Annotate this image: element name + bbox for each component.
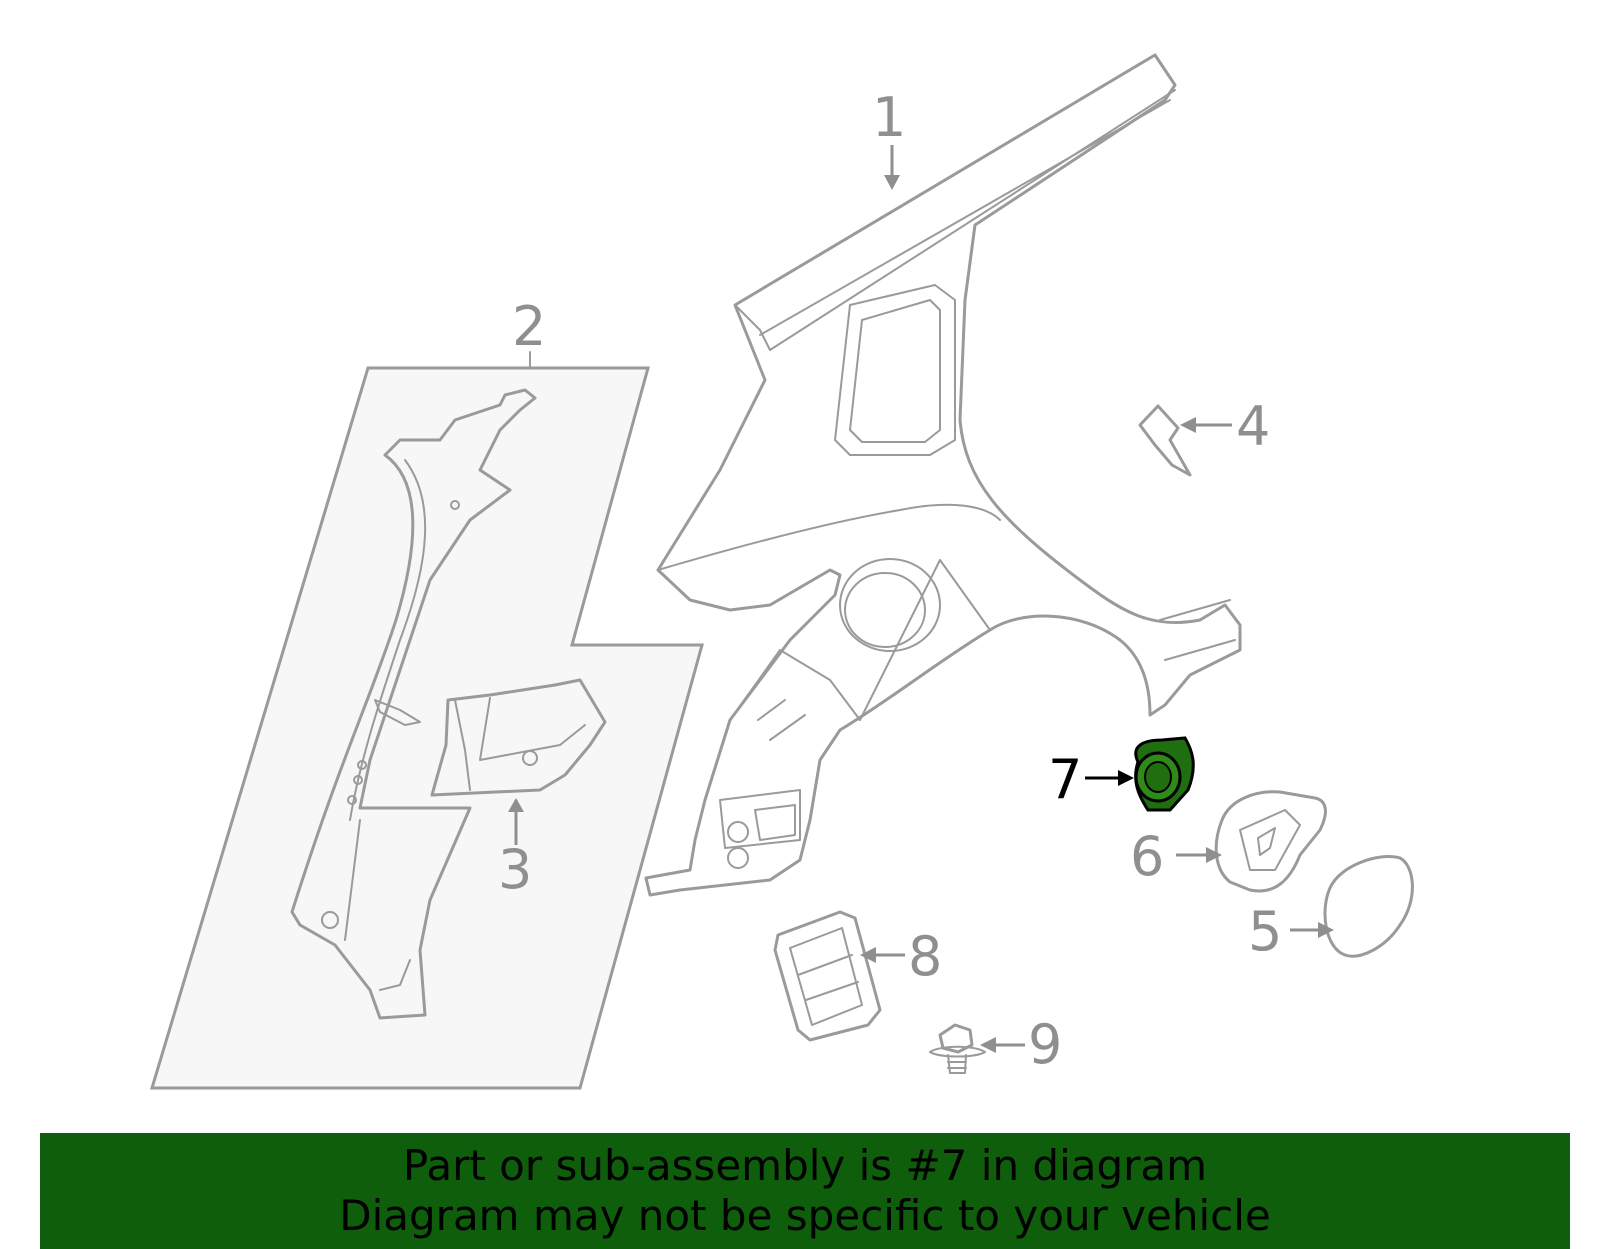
inner-pillar-part-2 <box>290 388 537 1020</box>
bracket-part-3 <box>430 678 607 797</box>
callout-4: 4 <box>1236 395 1270 458</box>
arrow-6-head <box>1206 847 1222 863</box>
clip-part-4 <box>1138 404 1192 477</box>
callout-2: 2 <box>512 295 546 358</box>
vent-part-8 <box>773 910 882 1042</box>
arrow-9-head <box>980 1037 996 1053</box>
arrow-1-head <box>884 175 900 190</box>
callout-3: 3 <box>498 838 532 901</box>
callout-6: 6 <box>1130 825 1164 888</box>
callout-7: 7 <box>1048 748 1082 811</box>
arrow-8-head <box>860 947 876 963</box>
quarter-panel-part-1 <box>644 53 1242 897</box>
callout-8: 8 <box>908 925 942 988</box>
fuel-housing-part-7 <box>1134 736 1195 812</box>
info-banner: Part or sub-assembly is #7 in diagram Di… <box>40 1133 1570 1249</box>
inset-panel-2 <box>149 366 704 1090</box>
callout-9: 9 <box>1028 1013 1062 1076</box>
arrow-3-head <box>508 798 524 812</box>
arrow-7-head <box>1118 770 1134 786</box>
banner-line-1: Part or sub-assembly is #7 in diagram <box>402 1141 1208 1190</box>
arrow-5-head <box>1318 922 1334 938</box>
bolt-part-9 <box>929 1023 986 1074</box>
fuel-pocket-part-6 <box>1214 790 1327 893</box>
fuel-door-part-5 <box>1323 855 1414 958</box>
callout-1: 1 <box>872 86 906 149</box>
arrow-4-head <box>1180 417 1196 433</box>
banner-line-2: Diagram may not be specific to your vehi… <box>339 1191 1271 1240</box>
callout-5: 5 <box>1248 900 1282 963</box>
